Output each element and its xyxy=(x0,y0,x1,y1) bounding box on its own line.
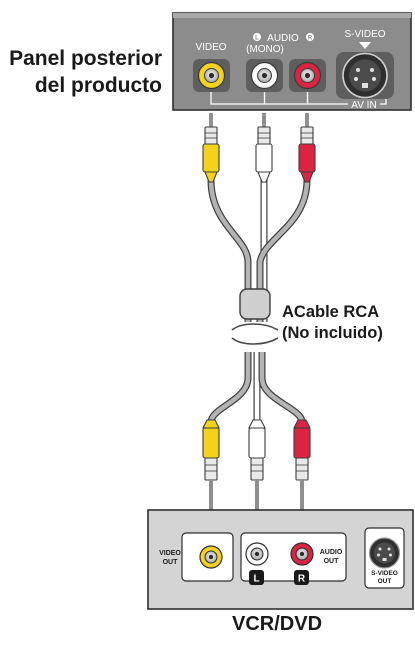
cable-clip xyxy=(239,288,271,320)
svideo-out-label-line2: OUT xyxy=(378,578,392,585)
svideo-label: S-VIDEO xyxy=(344,29,385,40)
svideo-in-jack xyxy=(336,52,394,99)
top-white-plug xyxy=(255,113,273,183)
audio-left-in-jack xyxy=(246,59,283,92)
right-marker-text: R xyxy=(308,36,313,42)
video-jack-label: VIDEO xyxy=(195,42,226,53)
bottom-yellow-plug xyxy=(202,419,220,510)
right-badge-icon: R xyxy=(294,570,309,585)
svideo-out-jack xyxy=(368,537,401,569)
video-out-label-line1: VIDEO xyxy=(159,550,181,557)
svg-text:R: R xyxy=(298,574,306,585)
vcr-dvd-panel: VIDEO OUT AUDIO OUT L R xyxy=(147,509,414,610)
left-marker-icon xyxy=(253,33,261,41)
video-out-jack xyxy=(199,545,223,569)
right-marker-icon xyxy=(306,33,314,41)
rca-cable-label-line2: (No incluido) xyxy=(282,324,383,342)
video-in-jack xyxy=(193,59,230,92)
audio-out-left-jack xyxy=(245,542,269,566)
product-panel-title: Panel posterior del producto xyxy=(0,45,162,99)
rca-cable-label-line1: ACable RCA xyxy=(282,303,380,321)
rca-cable-bundle xyxy=(207,179,311,423)
product-panel-title-line2: del producto xyxy=(34,74,162,97)
mono-label: (MONO) xyxy=(246,44,284,55)
audio-right-in-jack xyxy=(289,59,326,92)
cable-break-icon xyxy=(231,323,279,345)
product-panel-title-line1: Panel posterior xyxy=(9,47,162,70)
svideo-out-label-line1: S-VIDEO xyxy=(371,570,398,577)
av-in-label: AV IN xyxy=(351,100,376,111)
audio-jack-label: L AUDIO R xyxy=(253,33,314,44)
rca-cable-label: ACable RCA (No incluido) xyxy=(282,302,383,344)
bottom-red-plug xyxy=(293,419,311,510)
audio-out-label-line2: OUT xyxy=(324,558,340,565)
top-yellow-plug xyxy=(202,113,220,183)
av-in-bracket xyxy=(210,92,387,105)
top-red-plug xyxy=(298,113,316,183)
audio-out-right-jack xyxy=(290,542,314,566)
vcr-dvd-title: VCR/DVD xyxy=(232,613,323,635)
audio-out-label-line1: AUDIO xyxy=(320,549,343,556)
bottom-white-plug xyxy=(248,419,266,510)
left-marker-text: L xyxy=(255,36,259,42)
svideo-arrow-icon xyxy=(359,42,371,49)
svg-text:L: L xyxy=(253,574,259,585)
left-badge-icon: L xyxy=(249,570,264,585)
product-back-panel: VIDEO L AUDIO R (MONO) S-VIDEO xyxy=(172,12,412,111)
audio-label-text: AUDIO xyxy=(267,33,299,44)
video-out-label-line2: OUT xyxy=(163,559,179,566)
